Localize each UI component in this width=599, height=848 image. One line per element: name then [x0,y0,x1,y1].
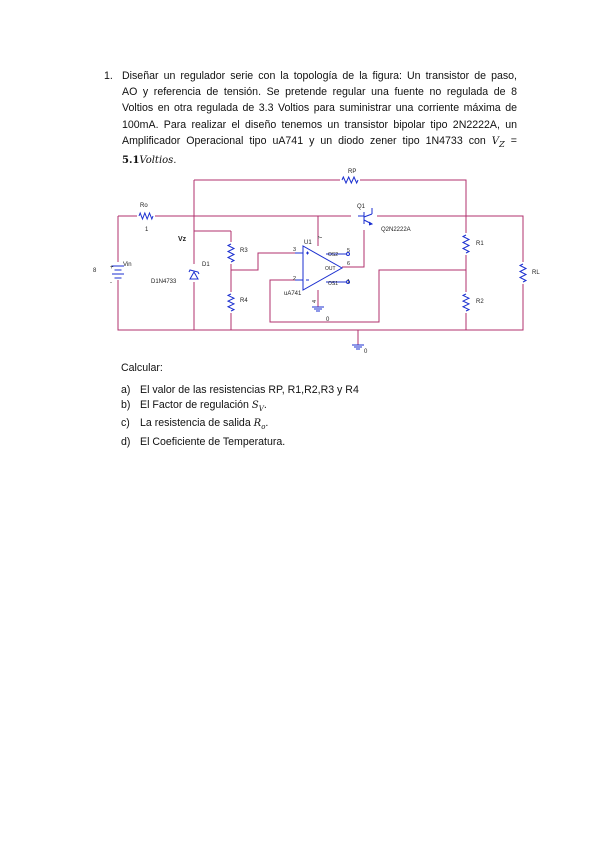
resistor-r2 [461,293,471,312]
r3-label: R3 [240,248,248,254]
calculate-list: a)El valor de las resistencias RP, R1,R2… [121,383,359,450]
zener-diode-bar [188,269,200,275]
r1-label: R1 [476,241,484,247]
circuit-labels: RP Q1 Q2N2222A Ro 1 Vz U1 R3 R4 D1 D1N47… [93,169,540,355]
d1-label: D1 [202,262,210,268]
circuit-wires [117,179,524,345]
vin-minus: - [110,280,112,286]
d1-model-label: D1N4733 [151,279,177,285]
problem-line: AO y referencia de tensión. Se pretende … [122,86,517,99]
transistor-collector [363,213,373,218]
resistor-r4 [226,293,236,312]
rl-label: RL [532,270,540,276]
pin-6-label: 6 [347,261,350,267]
vin-value-label: 8 [93,268,97,274]
r2-label: R2 [476,299,484,305]
resistor-ro [138,211,154,221]
problem-line-vz-value: 5.1Voltios. [122,154,177,167]
resistor-r3 [226,243,236,263]
out-label: OUT [325,266,336,272]
u1-label: U1 [304,240,312,246]
vz-symbol: VZ [491,135,505,149]
calculate-item: d)El Coeficiente de Temperatura. [121,436,286,448]
q1-model-label: Q2N2222A [381,227,411,233]
problem-line: Amplificador Operacional tipo uA741 y un… [122,134,517,149]
opamp-offset-terminal [346,280,350,284]
q1-label: Q1 [357,204,366,210]
problem-line: 100mA. Para realizar el diseño tenemos u… [122,118,517,131]
pin-4-label: 4 [312,300,318,303]
os1-label: OS1 [328,281,338,287]
vin-label: Vin [123,262,132,268]
r4-label: R4 [240,298,248,304]
vin-plus: + [110,265,114,271]
resistor-rl [518,263,528,283]
problem-line: Voltios en otra regulada de 3.3 Voltios … [122,102,517,115]
vz-node-label: Vz [178,236,187,243]
ground-label: 0 [326,317,330,323]
pin-5-label: 5 [347,248,350,254]
pin-7-label: 7 [318,236,324,239]
problem-number: 1. [104,70,113,82]
pin-3-label: 3 [293,247,296,253]
ground-label: 0 [364,349,368,355]
opamp-u1 [302,245,344,291]
os2-label: OS2 [328,252,338,258]
resistor-rp [341,175,359,185]
calculate-item: b)El Factor de regulación SV. [121,398,267,413]
rp-label: RP [348,169,356,175]
problem-statement: 1. Diseñar un regulador serie con la top… [104,68,517,169]
calculate-item: a)El valor de las resistencias RP, R1,R2… [121,384,359,396]
zener-diode-d1 [189,270,199,280]
pin-2-label: 2 [293,276,296,282]
opamp-model-label: uA741 [284,291,302,297]
calculate-item: c)La resistencia de salida Ro. [121,417,269,432]
pin-1-label: 1 [347,279,350,285]
ro-label: Ro [140,203,148,209]
ro-node-label: 1 [145,227,149,233]
calculate-title: Calcular: [121,362,163,374]
resistor-r1 [461,234,471,254]
opamp-offset-terminal [346,252,350,256]
circuit-components [110,175,528,350]
problem-line: Diseñar un regulador serie con la topolo… [122,70,517,82]
transistor-arrow [368,221,374,226]
